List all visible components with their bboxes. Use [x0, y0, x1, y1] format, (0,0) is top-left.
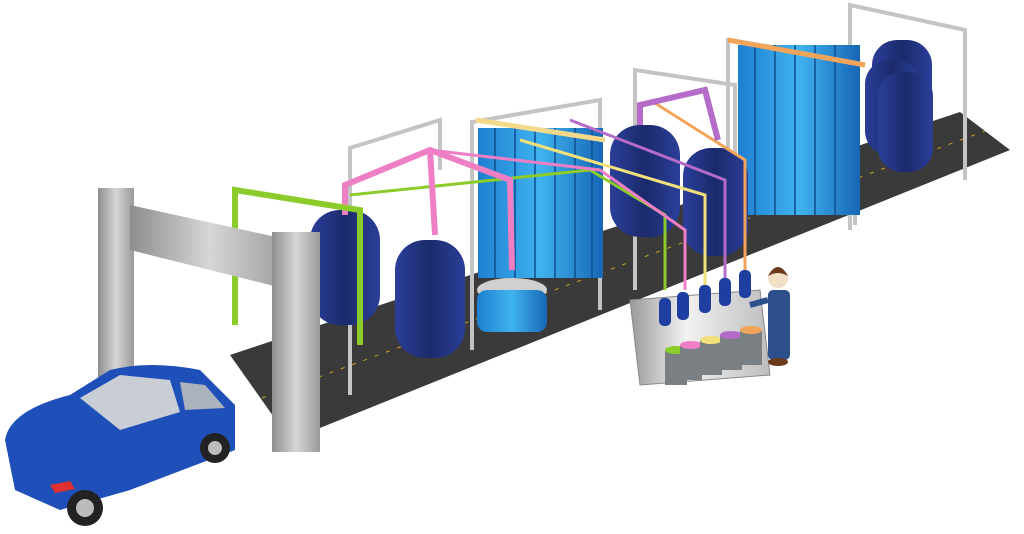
dosing-pumps: [659, 270, 751, 326]
entry-gate: [98, 188, 320, 452]
chemical-buckets: [665, 326, 762, 385]
final-brushes: [865, 40, 933, 172]
pink-arm: [342, 146, 515, 271]
top-brush-1: [610, 125, 680, 237]
curtain-washer-1: [475, 117, 606, 278]
top-brush-2: [683, 148, 748, 256]
conveyor-centerline: [261, 130, 986, 399]
side-brush-2: [395, 240, 465, 358]
car: [5, 365, 235, 526]
purple-arm: [637, 86, 721, 141]
operator: [749, 267, 790, 366]
chemical-pipes: [349, 98, 747, 290]
chemical-dispenser: [629, 270, 771, 386]
side-brush-1: [310, 210, 380, 325]
wheel-brush: [477, 278, 547, 332]
curtain-washer-2: [727, 37, 866, 215]
